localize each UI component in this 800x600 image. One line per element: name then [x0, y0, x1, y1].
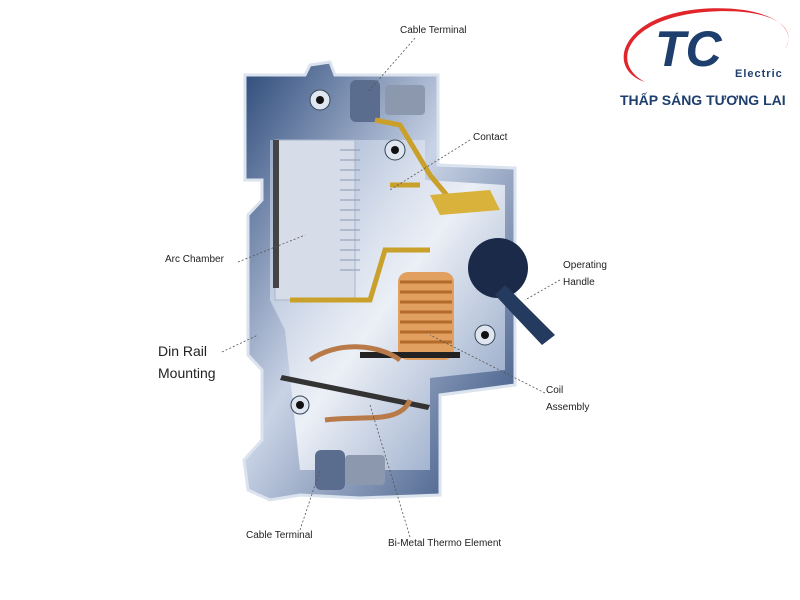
tc-electric-logo: TC: [623, 8, 789, 82]
bimetal-label: Bi-Metal Thermo Element: [388, 538, 502, 549]
operating-handle: [468, 238, 555, 345]
label-line: Assembly: [546, 402, 590, 413]
operating-handle-label: Operating Handle: [563, 257, 607, 291]
coil-assembly-label: Coil Assembly: [546, 382, 589, 416]
label-line: Mounting: [158, 365, 216, 381]
contact-mechanism: [290, 117, 457, 303]
coil: [360, 272, 460, 360]
contact-label: Contact: [473, 132, 508, 143]
label-line: Handle: [563, 277, 595, 288]
arc-chamber-label: Arc Chamber: [165, 254, 224, 265]
logo-tagline: THẤP SÁNG TƯƠNG LAI: [620, 92, 786, 108]
label-line: Din Rail: [158, 343, 208, 359]
cable-terminal-bottom-label: Cable Terminal: [246, 530, 313, 541]
top-terminal: [309, 80, 425, 122]
label-line: Operating: [563, 260, 607, 271]
contact-lever: [430, 190, 500, 215]
cable-terminal-top-label: Cable Terminal: [400, 25, 467, 36]
bimetal-strip: [280, 344, 430, 423]
svg-text:TC: TC: [655, 21, 723, 77]
leader-lines: [221, 37, 561, 538]
din-rail-mounting-label: Din Rail Mounting: [158, 340, 216, 384]
label-line: Coil: [546, 385, 564, 396]
arc-chamber-plates: [340, 149, 360, 271]
logo-electric: Electric: [735, 68, 783, 80]
bottom-terminal: [290, 139, 496, 490]
